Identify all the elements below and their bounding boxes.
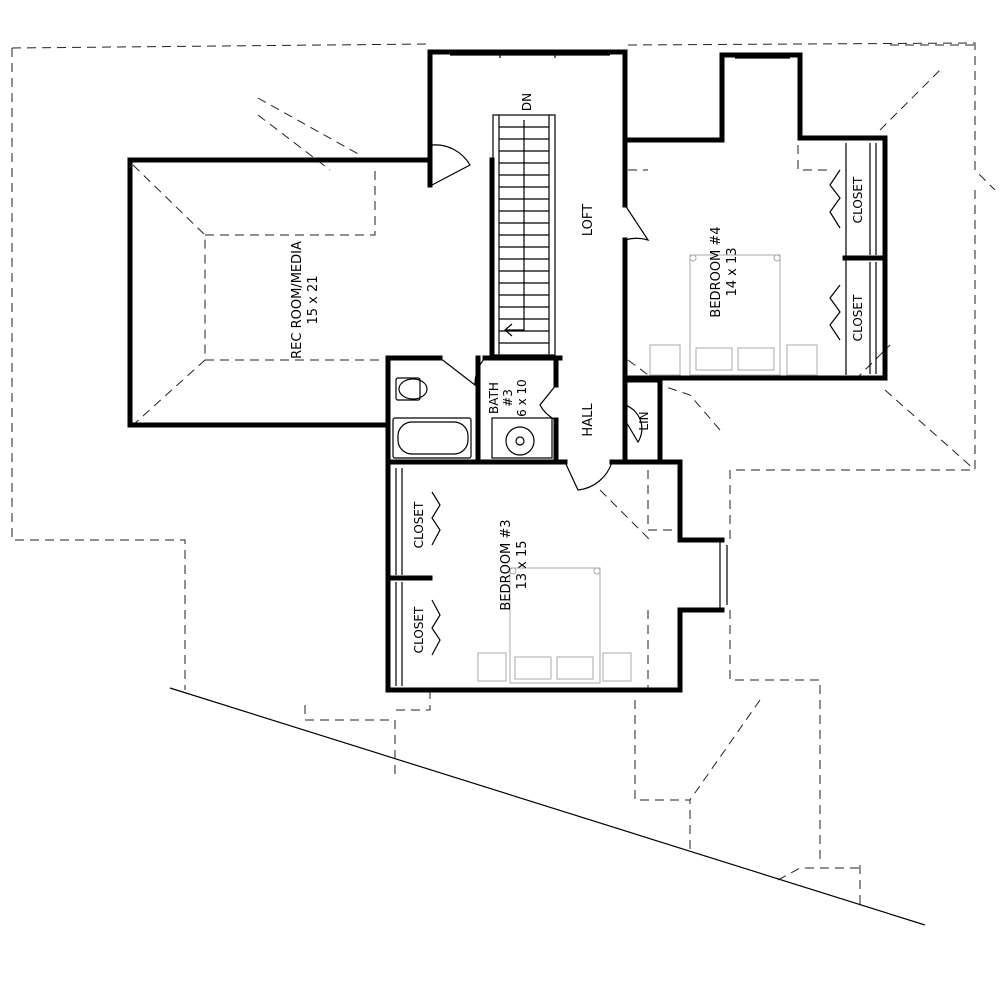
swing-doors xyxy=(431,144,650,491)
toilet-tank-icon xyxy=(395,377,421,401)
hall-label: HALL xyxy=(581,403,596,437)
beds xyxy=(477,254,818,684)
closet-label: CLOSET xyxy=(851,176,865,223)
closet-label: CLOSET xyxy=(412,501,426,548)
closet-label: CLOSET xyxy=(851,294,865,341)
bathtub-icon xyxy=(392,417,472,459)
bedroom3-size: 13 x 15 xyxy=(515,540,530,589)
vanity-icon xyxy=(491,417,553,459)
roof-outline xyxy=(11,42,996,905)
toilet-icon xyxy=(398,378,428,400)
bath3-number: #3 xyxy=(501,389,515,407)
bath3-size: 6 x 10 xyxy=(515,379,529,417)
bedroom4-size: 14 x 13 xyxy=(725,247,740,296)
walls xyxy=(127,49,888,693)
closet-fixtures xyxy=(395,143,877,686)
bifold-doors xyxy=(431,169,841,656)
property-line xyxy=(169,687,926,926)
bath3-name: BATH xyxy=(487,382,501,414)
bedroom3-name: BEDROOM #3 xyxy=(499,519,514,610)
closet-label: CLOSET xyxy=(412,606,426,653)
linen-label: LIN xyxy=(637,411,651,430)
loft-label: LOFT xyxy=(581,204,596,236)
bath-fixtures xyxy=(392,377,553,459)
windows xyxy=(450,52,790,610)
sink-icon xyxy=(505,426,535,456)
bedroom4-name: BEDROOM #4 xyxy=(709,226,724,317)
staircase xyxy=(492,114,556,356)
stair-down-label: DN xyxy=(520,93,534,111)
rec-room-name: REC ROOM/MEDIA xyxy=(290,241,305,359)
rec-room-size: 15 x 21 xyxy=(306,275,321,324)
